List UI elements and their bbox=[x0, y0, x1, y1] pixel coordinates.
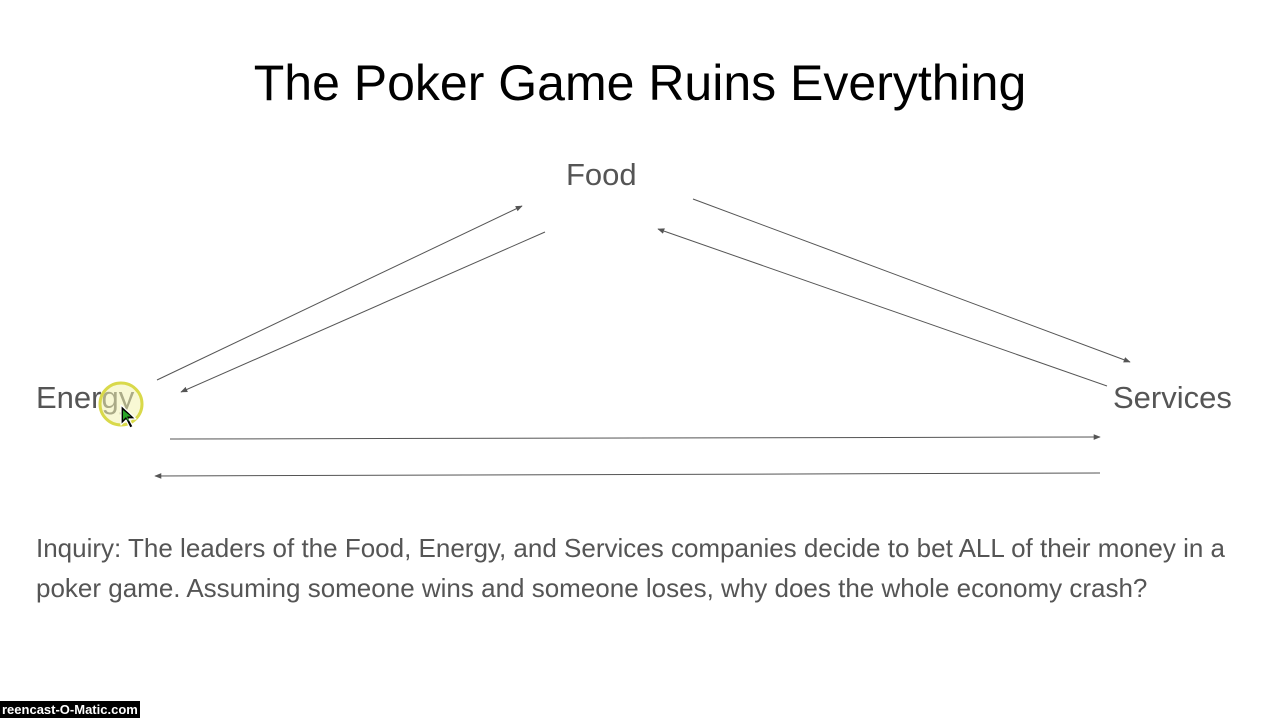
node-food: Food bbox=[566, 157, 637, 192]
arrow-food-to-energy bbox=[180, 231, 546, 393]
arrow-services-to-energy bbox=[154, 472, 1101, 479]
arrow-energy-to-food bbox=[156, 205, 523, 381]
arrow-food-to-services bbox=[692, 198, 1131, 363]
slide-title: The Poker Game Ruins Everything bbox=[253, 55, 1027, 111]
recording-watermark: reencast-O-Matic.com bbox=[0, 701, 140, 718]
arrow-services-to-food bbox=[657, 228, 1108, 387]
mouse-cursor-icon bbox=[98, 381, 144, 429]
inquiry-text: Inquiry: The leaders of the Food, Energy… bbox=[36, 533, 1225, 603]
arrow-energy-to-services bbox=[169, 434, 1101, 440]
node-services: Services bbox=[1113, 380, 1232, 415]
